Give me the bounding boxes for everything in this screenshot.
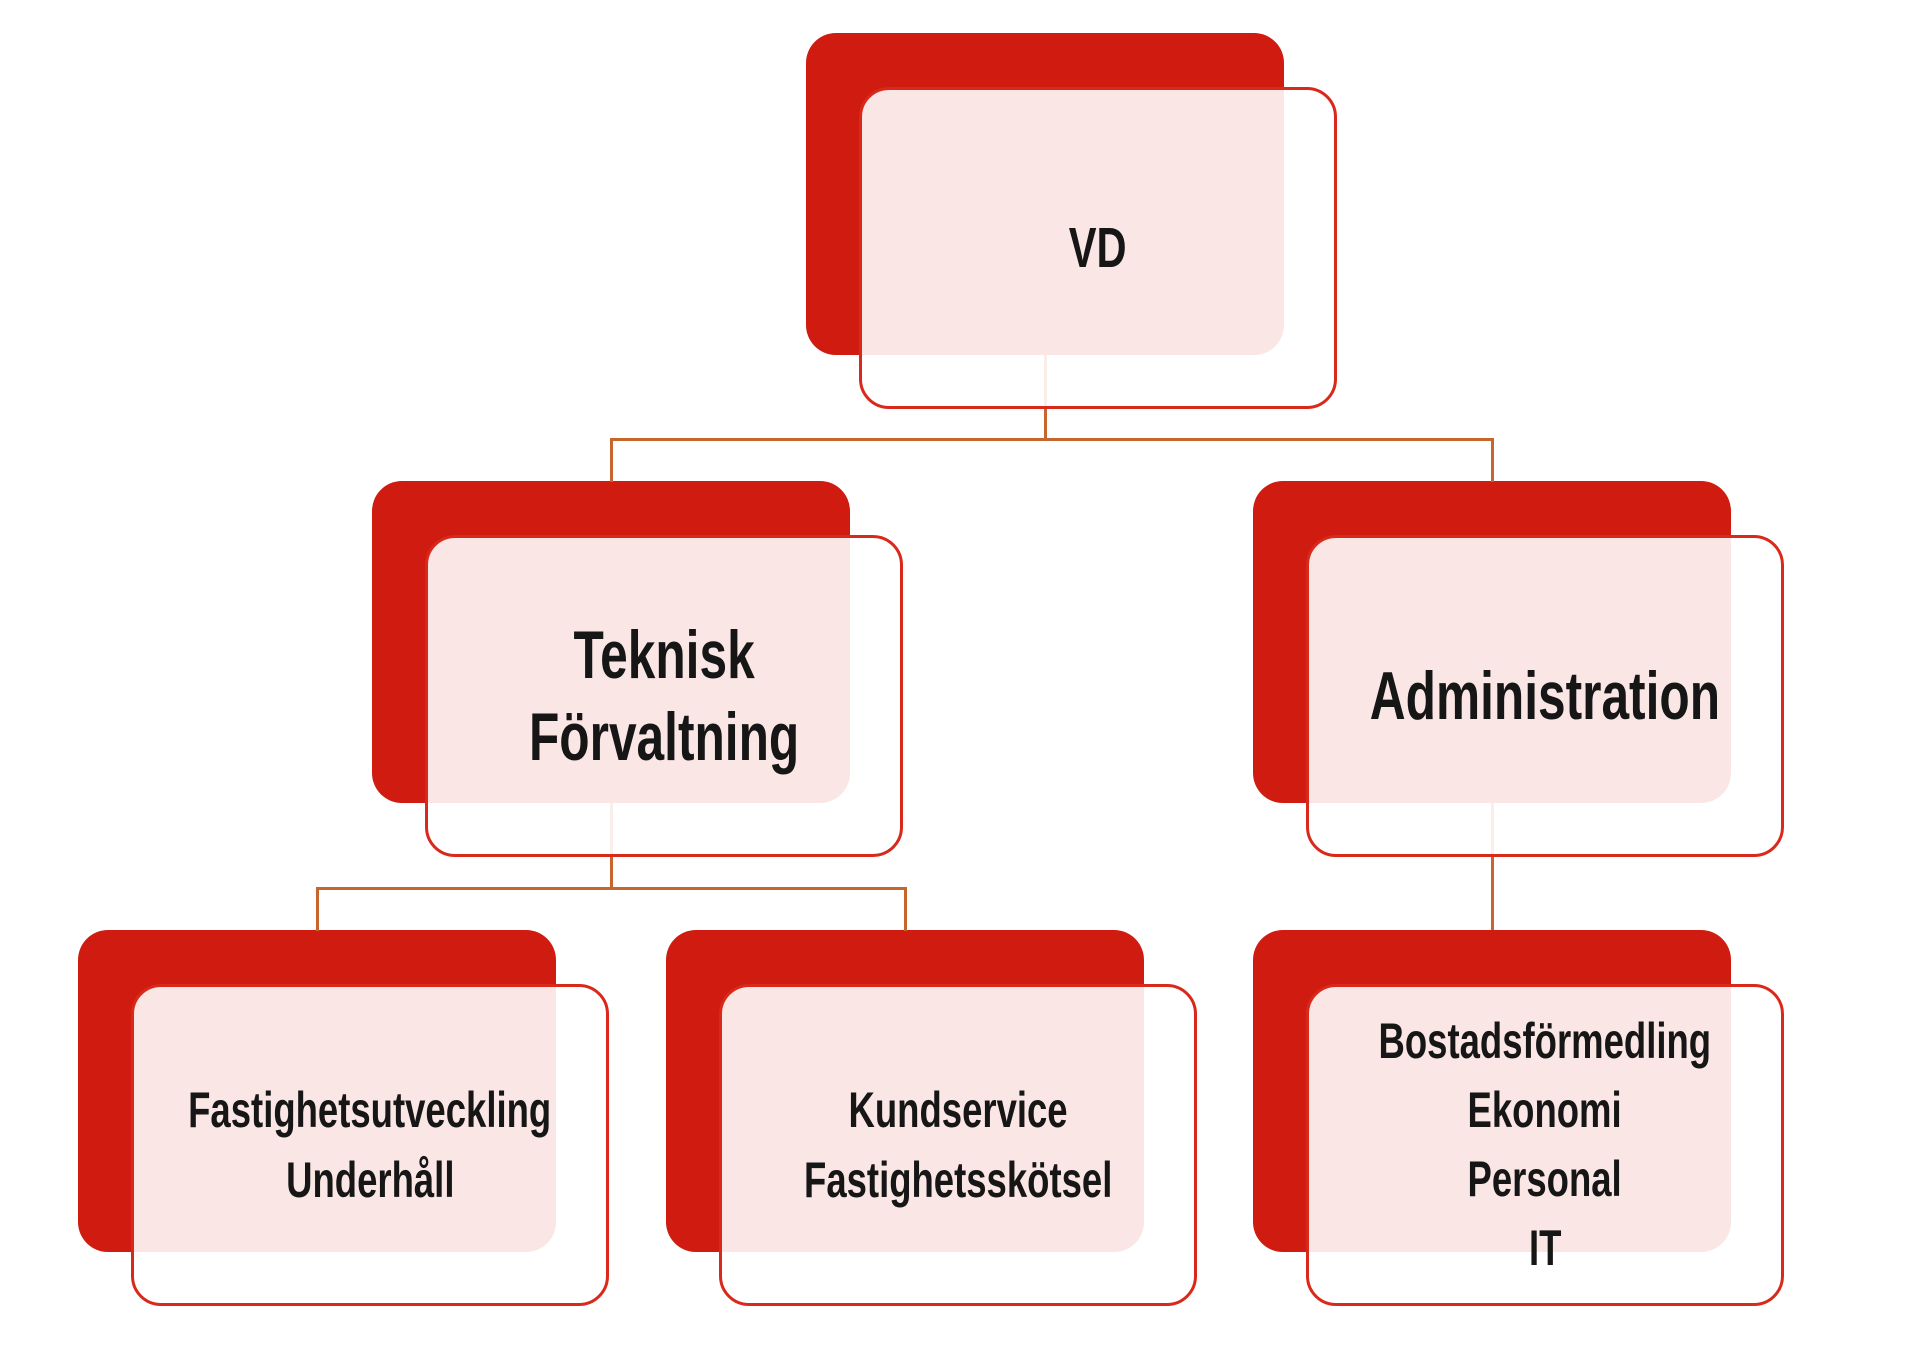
- connector-drop-kundservice: [903, 886, 907, 931]
- connector-drop-teknisk: [609, 437, 613, 482]
- connector-drop-fastighetsutveckling: [315, 886, 319, 931]
- node-front-shape: [131, 984, 609, 1306]
- connector-vd-children-rail: [609, 437, 1494, 441]
- connector-teknisk-children-rail: [315, 886, 907, 890]
- connector-drop-administration: [1490, 437, 1494, 482]
- node-front-shape: [425, 535, 903, 857]
- connector-administration-stem: [1490, 803, 1494, 930]
- node-front-shape: [859, 87, 1337, 409]
- node-front-shape: [719, 984, 1197, 1306]
- node-front-shape: [1306, 984, 1784, 1306]
- node-front-shape: [1306, 535, 1784, 857]
